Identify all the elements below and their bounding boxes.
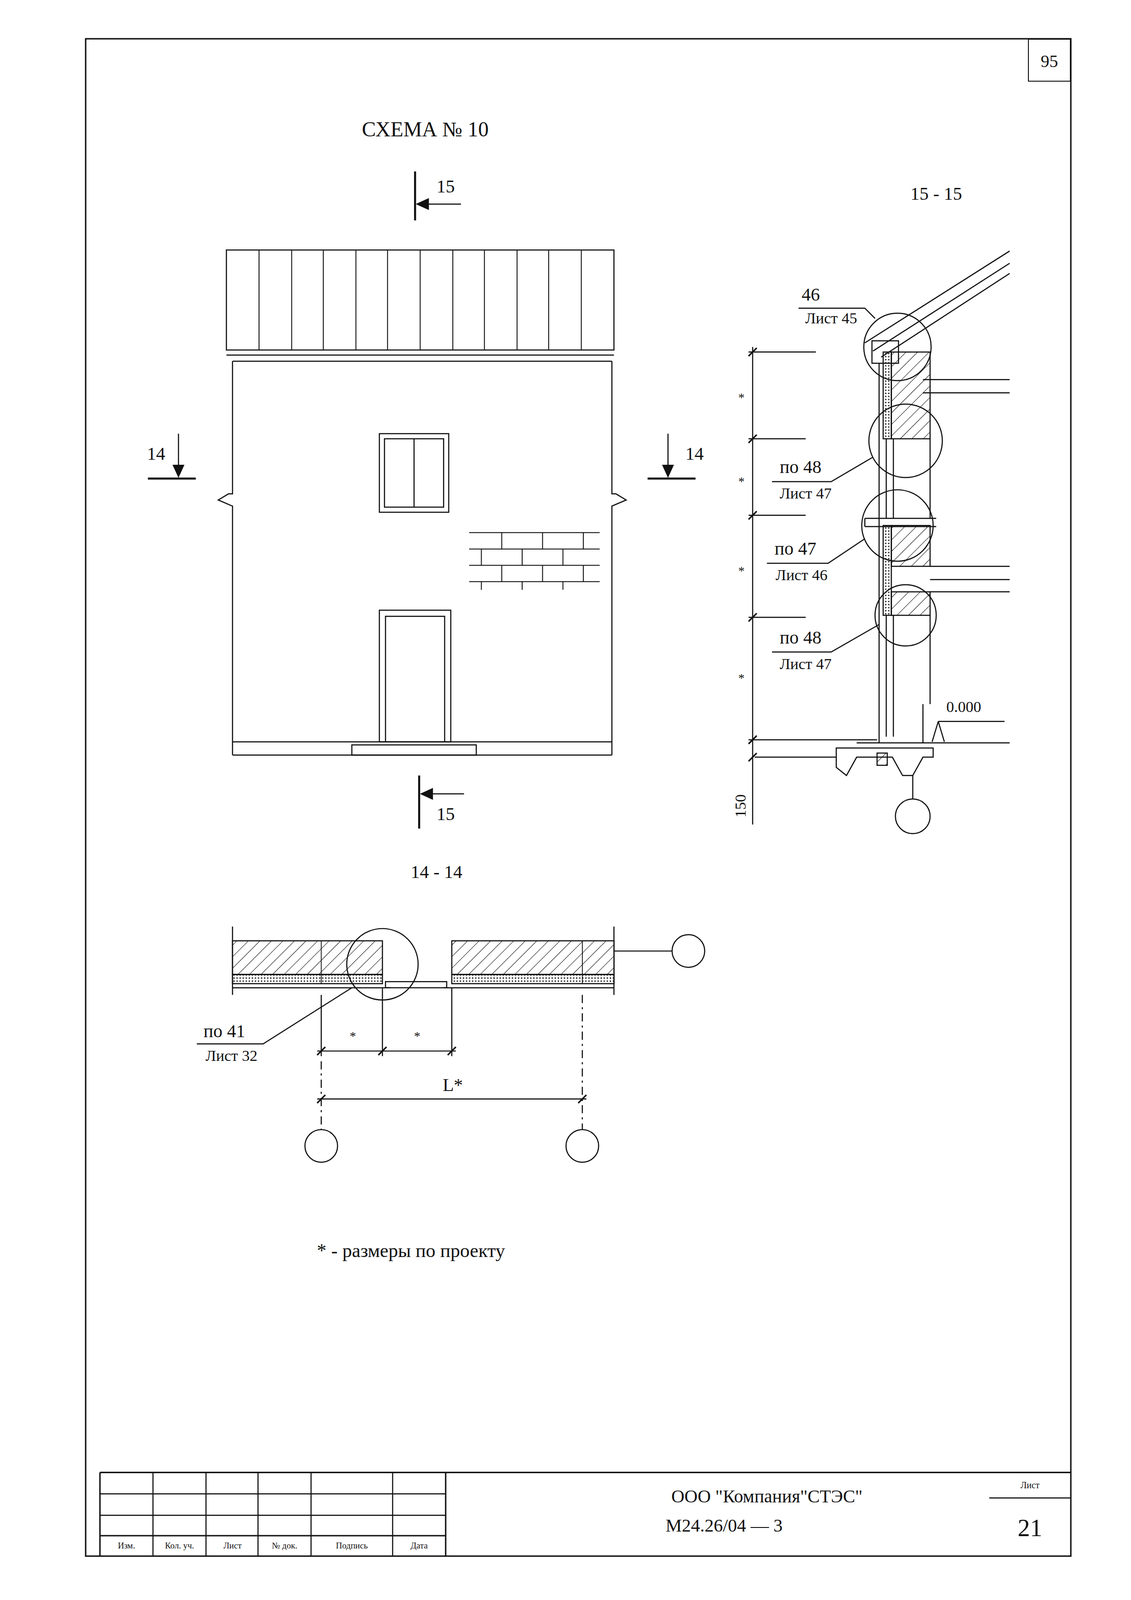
linework xyxy=(85,38,1071,1557)
dimension-mark: * xyxy=(738,671,745,685)
title-block-cell: № док. xyxy=(271,1540,298,1550)
dimension-mark: * xyxy=(414,1029,421,1043)
node-text: Лист xyxy=(1020,1480,1040,1490)
sheet-title: СХЕМА № 10 xyxy=(362,119,489,141)
section-mark: 15 xyxy=(436,804,455,824)
title-block-cell: Кол. уч. xyxy=(165,1540,195,1550)
callout-number: по 47 xyxy=(774,539,817,558)
note: * - размеры по проекту xyxy=(316,1240,506,1261)
title-block-cell: Лист xyxy=(223,1540,242,1550)
sheet-number-cell: Лист 21 xyxy=(989,1471,1071,1556)
section-title: 15 - 15 xyxy=(910,184,962,203)
section-mark: 15 xyxy=(436,177,455,196)
node-number: 21 xyxy=(1017,1515,1043,1541)
section-mark: 14 xyxy=(685,444,704,463)
dimension-mark: * xyxy=(738,475,745,488)
sheet-ref: Лист 46 xyxy=(775,567,828,583)
callout-number: по 48 xyxy=(779,457,822,477)
sheet-ref: Лист 47 xyxy=(779,485,832,502)
section-title: 14 - 14 xyxy=(410,862,462,882)
callout-number: по 48 xyxy=(779,628,822,647)
organisation: ООО "Компания"СТЭС" xyxy=(671,1487,863,1506)
sheet-ref: Лист 32 xyxy=(205,1047,258,1064)
node-text: 95 xyxy=(1040,52,1059,70)
dimension-mark: * xyxy=(349,1029,357,1043)
dimension: 150 xyxy=(732,793,749,818)
title-block-cell: Подпись xyxy=(336,1540,369,1550)
sheet-ref: Лист 45 xyxy=(805,310,858,327)
section-mark: 14 xyxy=(146,444,166,463)
callout-number: 46 xyxy=(801,285,820,304)
page-number-box: 95 xyxy=(1027,38,1071,82)
sheet-ref: Лист 47 xyxy=(779,656,832,672)
dimension-mark: * xyxy=(738,564,745,578)
document-code: М24.26/04 — 3 xyxy=(665,1516,783,1535)
callout-number: по 41 xyxy=(203,1022,245,1041)
title-block-cell: Дата xyxy=(410,1540,428,1550)
dimension: L* xyxy=(442,1075,463,1095)
title-block-cell: Изм. xyxy=(117,1540,135,1550)
level-mark: 0.000 xyxy=(946,699,982,715)
dimension-mark: * xyxy=(738,391,745,405)
